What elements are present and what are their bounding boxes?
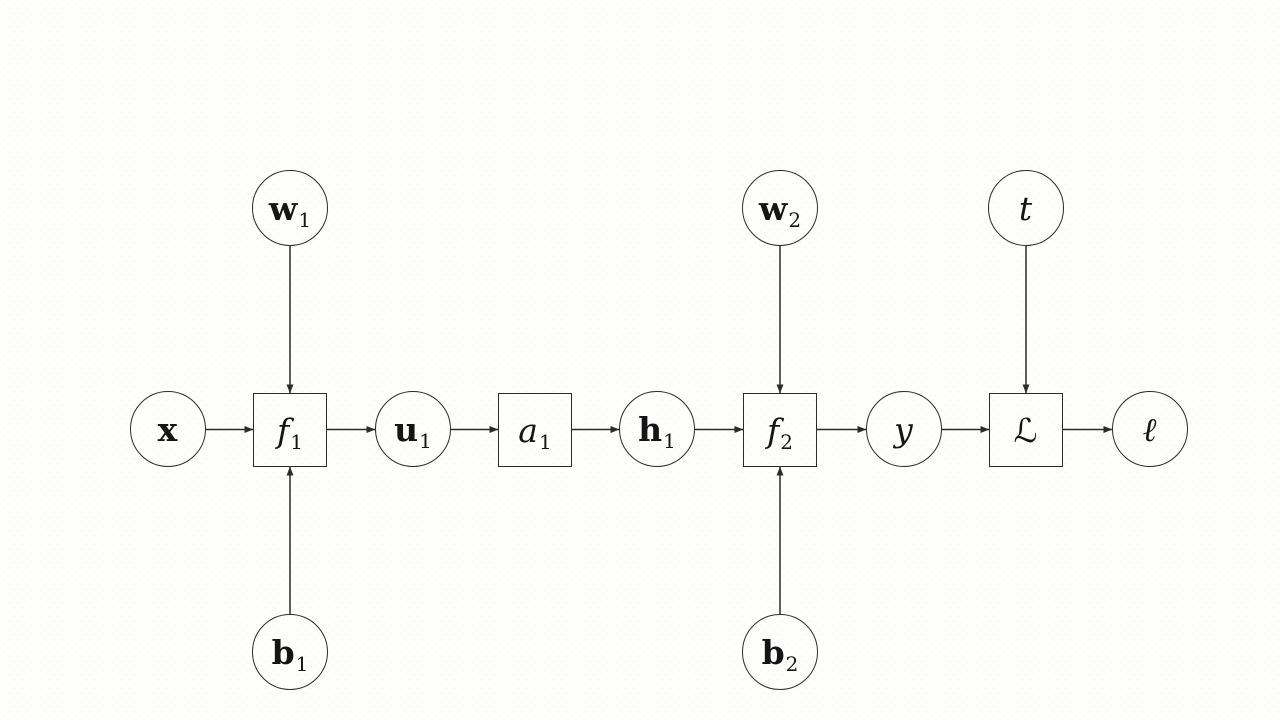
node-x: x xyxy=(130,391,206,467)
node-label-main: a xyxy=(518,410,538,450)
node-w2: w2 xyxy=(742,170,818,246)
node-label-x: x xyxy=(158,413,179,446)
node-label-main: b xyxy=(761,632,785,672)
node-y: y xyxy=(866,391,942,467)
node-b2: b2 xyxy=(742,614,818,690)
node-f2: f2 xyxy=(743,393,817,467)
node-label-main: f xyxy=(767,410,780,450)
node-label-t: t xyxy=(1019,192,1033,225)
node-label-b2: b2 xyxy=(761,632,799,674)
node-label-f2: f2 xyxy=(767,410,793,452)
node-label-subscript: 1 xyxy=(663,428,676,453)
node-label-main: h xyxy=(638,409,663,449)
node-h1: h1 xyxy=(619,391,695,467)
node-l: ℓ xyxy=(1112,391,1188,467)
node-label-main: f xyxy=(277,410,290,450)
node-label-main: ℓ xyxy=(1142,409,1157,449)
node-a1: a1 xyxy=(498,393,572,467)
node-label-b1: b1 xyxy=(271,632,309,674)
node-label-subscript: 1 xyxy=(298,207,312,232)
node-u1: u1 xyxy=(375,391,451,467)
node-label-main: ℒ xyxy=(1013,410,1038,450)
node-label-a1: a1 xyxy=(518,410,551,452)
node-label-main: b xyxy=(271,632,295,672)
node-label-f1: f1 xyxy=(277,410,303,452)
node-label-subscript: 1 xyxy=(419,428,432,453)
node-label-subscript: 1 xyxy=(538,429,552,454)
node-label-subscript: 1 xyxy=(290,429,303,454)
node-label-main: t xyxy=(1018,188,1033,228)
node-label-y: y xyxy=(894,413,914,446)
node-label-w1: w1 xyxy=(268,188,311,230)
node-label-subscript: 2 xyxy=(785,651,799,676)
node-label-main: w xyxy=(268,188,298,228)
node-L: ℒ xyxy=(989,393,1063,467)
node-label-main: y xyxy=(894,409,913,449)
node-f1: f1 xyxy=(253,393,327,467)
node-label-w2: w2 xyxy=(758,188,801,230)
node-w1: w1 xyxy=(252,170,328,246)
node-label-subscript: 1 xyxy=(295,651,309,676)
node-label-main: w xyxy=(758,188,788,228)
node-b1: b1 xyxy=(252,614,328,690)
node-label-subscript: 2 xyxy=(788,207,802,232)
node-t: t xyxy=(988,170,1064,246)
node-label-L: ℒ xyxy=(1014,414,1039,447)
node-label-h1: h1 xyxy=(638,409,676,451)
node-label-main: x xyxy=(157,409,178,449)
node-label-subscript: 2 xyxy=(780,429,793,454)
node-label-l: ℓ xyxy=(1143,413,1158,446)
node-label-u1: u1 xyxy=(394,409,432,451)
node-label-main: u xyxy=(394,409,419,449)
